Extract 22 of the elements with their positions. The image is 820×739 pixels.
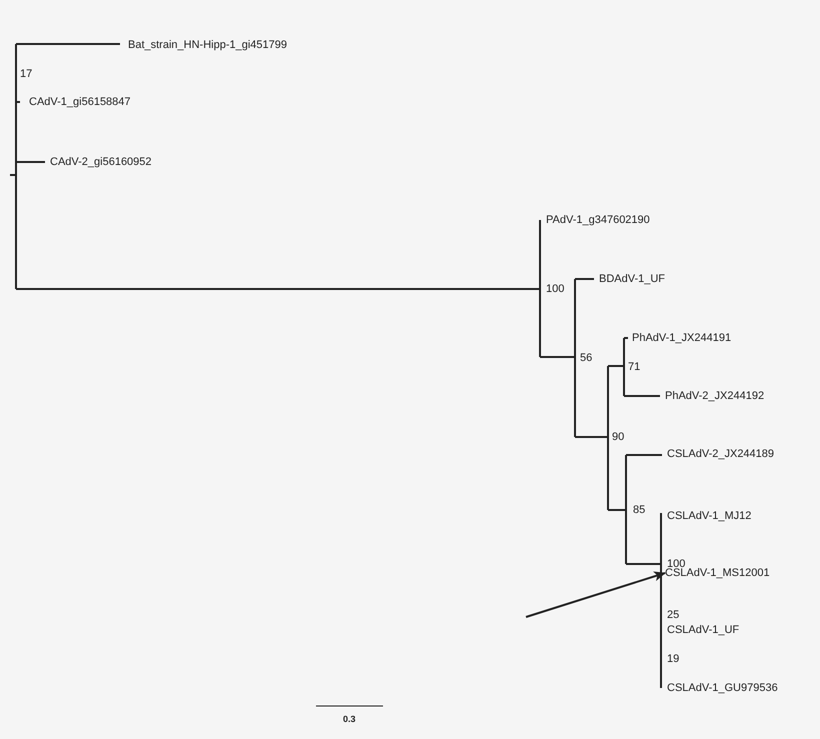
bootstrap-value: 25 [667, 608, 680, 622]
scale-label: 0.3 [343, 713, 356, 726]
taxon-label: PAdV-1_g347602190 [546, 213, 650, 227]
bootstrap-value: 100 [546, 282, 564, 296]
bootstrap-value: 85 [633, 503, 646, 517]
bootstrap-value: 71 [628, 360, 640, 374]
taxon-label: Bat_strain_HN-Hipp-1_gi451799 [128, 38, 287, 52]
taxon-label: CSLAdV-1_MS12001 [665, 566, 770, 580]
bootstrap-value: 17 [20, 67, 32, 81]
bootstrap-value: 90 [612, 430, 624, 444]
taxon-label: CAdV-2_gi56160952 [50, 155, 152, 169]
bootstrap-value: 56 [580, 351, 592, 365]
taxon-label: PhAdV-2_JX244192 [665, 389, 764, 403]
taxon-label: CAdV-1_gi56158847 [29, 95, 131, 109]
taxon-label: CSLAdV-1_GU979536 [667, 681, 778, 695]
taxon-label: PhAdV-1_JX244191 [632, 331, 732, 345]
bootstrap-value: 19 [667, 652, 680, 666]
taxon-label: BDAdV-1_UF [599, 272, 666, 286]
taxon-label: CSLAdV-2_JX244189 [667, 447, 774, 461]
taxon-label: CSLAdV-1_UF [667, 623, 740, 637]
taxon-label: CSLAdV-1_MJ12 [667, 509, 752, 523]
arrow [526, 572, 666, 618]
